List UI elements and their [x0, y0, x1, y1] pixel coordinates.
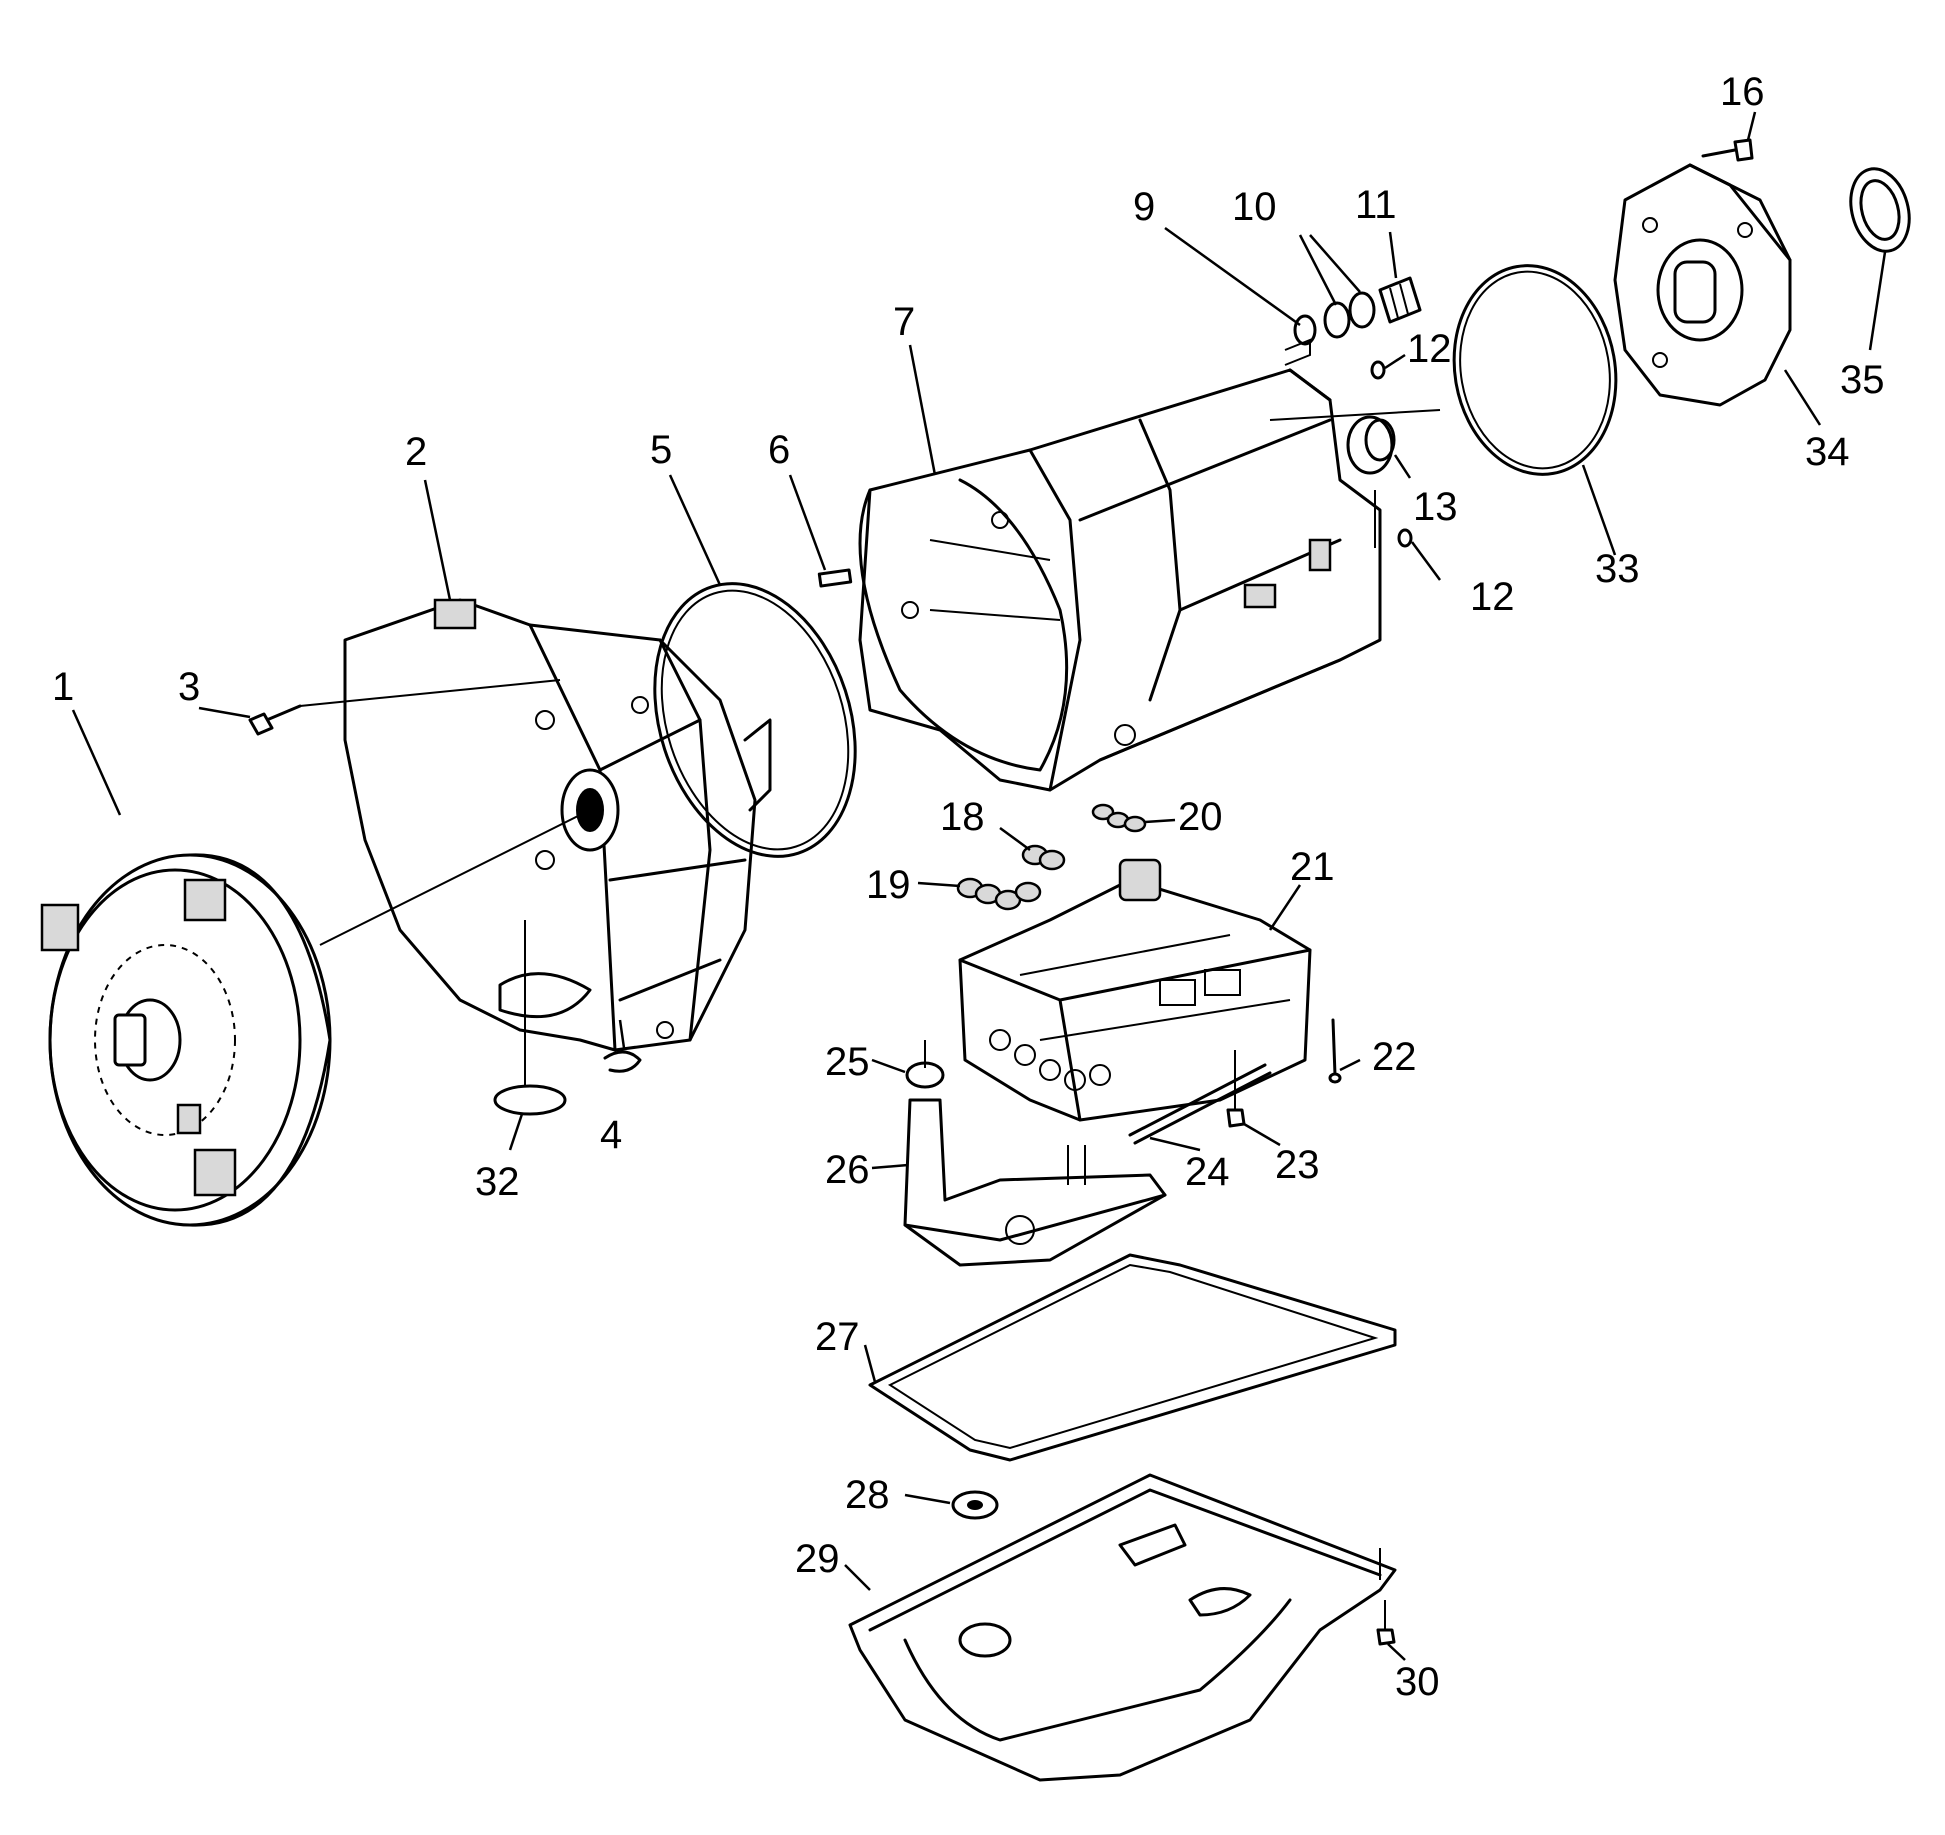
valve-body-21 [958, 858, 1312, 1122]
seals-19 [956, 877, 1042, 911]
bolt-30 [1376, 1600, 1396, 1646]
callout-23: 23 [1275, 1143, 1320, 1187]
callout-7: 7 [893, 300, 915, 344]
callout-32: 32 [475, 1160, 520, 1204]
washer-28 [951, 1490, 999, 1520]
callout-4: 4 [600, 1113, 622, 1157]
callout-12-lower: 12 [1470, 575, 1515, 619]
callout-6: 6 [768, 428, 790, 472]
callout-34: 34 [1805, 430, 1850, 474]
seal-35 [1849, 167, 1911, 253]
bolt-16 [1701, 138, 1754, 162]
extension-housing-34 [1613, 163, 1792, 407]
pin-6 [817, 568, 853, 588]
callout-12-upper: 12 [1407, 327, 1452, 371]
callout-27: 27 [815, 1315, 860, 1359]
torque-converter [40, 853, 332, 1227]
callout-10: 10 [1232, 185, 1277, 229]
callout-13: 13 [1413, 485, 1458, 529]
callout-3: 3 [178, 665, 200, 709]
callout-9: 9 [1133, 185, 1155, 229]
callout-33: 33 [1595, 547, 1640, 591]
callout-19: 19 [866, 863, 911, 907]
clip-32 [493, 920, 567, 1116]
bell-housing [343, 598, 772, 1052]
callout-labels: 1 2 3 4 5 6 7 9 10 11 12 12 13 16 18 19 … [52, 70, 1885, 1704]
plug-12-upper [1370, 360, 1386, 380]
callout-16: 16 [1720, 70, 1765, 114]
seals-20 [1091, 803, 1147, 833]
seal-ring-5 [653, 582, 857, 858]
callout-21: 21 [1290, 845, 1335, 889]
oil-filter-26 [903, 1098, 1167, 1267]
callout-29: 29 [795, 1537, 840, 1581]
callout-24: 24 [1185, 1150, 1230, 1194]
oil-pan-29 [848, 1473, 1397, 1782]
clip-4 [603, 1019, 642, 1073]
callout-26: 26 [825, 1148, 870, 1192]
pan-gasket-27 [868, 1253, 1397, 1462]
callout-5: 5 [650, 428, 672, 472]
bushing-13 [1346, 415, 1396, 475]
output-shaft-11 [1378, 276, 1422, 324]
o-ring-33 [1452, 264, 1618, 476]
callout-28: 28 [845, 1473, 890, 1517]
callout-2: 2 [405, 430, 427, 474]
bolt-3 [248, 679, 561, 736]
callout-30: 30 [1395, 1660, 1440, 1704]
leader-lines [71, 111, 1887, 1661]
seal-rings-10 [1323, 291, 1376, 339]
callout-22: 22 [1372, 1035, 1417, 1079]
bolt-22 [1328, 1018, 1342, 1084]
snap-ring-9 [1293, 314, 1317, 346]
plug-12-lower [1374, 490, 1413, 548]
callout-20: 20 [1178, 795, 1223, 839]
callout-11: 11 [1355, 183, 1397, 227]
pipe-24 [1128, 1063, 1272, 1145]
transmission-case [858, 368, 1382, 792]
callout-25: 25 [825, 1040, 870, 1084]
filter-seal-25 [905, 1040, 945, 1089]
callout-35: 35 [1840, 358, 1885, 402]
callout-18: 18 [940, 795, 985, 839]
callout-1: 1 [52, 665, 74, 709]
